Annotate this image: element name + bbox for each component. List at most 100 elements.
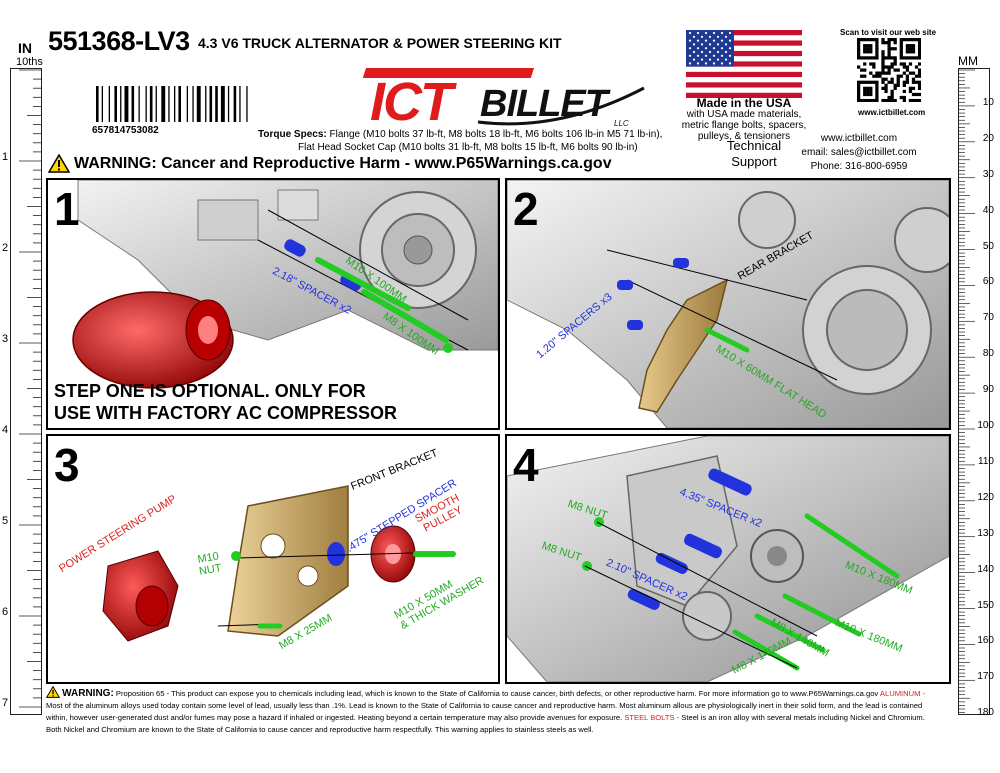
logo-llc: LLC	[614, 119, 629, 128]
qr-module	[887, 50, 891, 54]
qr-module	[884, 56, 888, 60]
spacer-blue	[655, 552, 688, 574]
mm-ruler-label: 140	[977, 563, 994, 575]
qr-module	[893, 98, 897, 103]
qr-module	[917, 44, 922, 48]
footer-steel-label: STEEL BOLTS -	[624, 713, 680, 722]
qr-module	[908, 71, 913, 75]
bolt-green	[315, 257, 411, 311]
qr-module	[860, 68, 864, 72]
flag-star	[696, 62, 700, 65]
ruler-unit-in: IN	[18, 40, 32, 56]
qr-module	[866, 47, 870, 51]
barcode-bar	[161, 86, 166, 122]
qr-module	[860, 56, 864, 60]
qr-module	[857, 86, 861, 91]
qr-module	[866, 80, 870, 84]
flag-star	[696, 39, 700, 42]
flag-star	[700, 43, 704, 46]
spacer-blue	[683, 533, 723, 559]
qr-module	[884, 98, 888, 103]
qr-module	[899, 50, 903, 54]
qr-module	[917, 80, 922, 84]
qr-module	[908, 38, 913, 42]
flag-star	[712, 31, 716, 35]
made-in-line-2: metric flange bolts, spacers,	[681, 120, 807, 131]
mm-ruler-label: 110	[978, 455, 994, 467]
engine-illustration-2	[507, 180, 949, 428]
qr-module	[902, 65, 906, 69]
nut-green	[582, 561, 592, 571]
qr-module	[857, 53, 861, 57]
prop65-footer: WARNING: Proposition 65 - This product c…	[45, 685, 946, 736]
qr-module	[866, 92, 870, 97]
qr-module	[884, 41, 888, 45]
inch-ruler-label: 1	[2, 151, 9, 163]
flag-star	[712, 62, 716, 65]
flag-star	[728, 39, 732, 42]
qr-module	[911, 86, 916, 91]
flag-star	[716, 35, 720, 38]
qr-module	[887, 71, 891, 75]
barcode-bar	[220, 86, 225, 122]
flag-stripe	[686, 40, 802, 46]
logo-ict: ICT	[370, 72, 457, 132]
support-phone[interactable]: Phone: 316-800-6959	[810, 161, 908, 172]
qr-module	[866, 98, 870, 103]
qr-module	[899, 47, 903, 51]
qr-module	[899, 62, 903, 66]
flag-stripe	[686, 30, 802, 36]
qr-module	[860, 38, 864, 42]
barcode-bar	[138, 86, 140, 122]
qr-module	[857, 65, 861, 69]
flag-star	[688, 39, 692, 42]
barcode-bar	[124, 86, 129, 122]
flag-star	[704, 54, 708, 57]
qr-module	[890, 62, 894, 66]
engine-bracket	[626, 455, 738, 607]
footer-line-3b: Steel is an iron alloy with several meta…	[681, 713, 925, 722]
qr-module	[863, 98, 867, 103]
flag-star	[728, 31, 732, 35]
flag-stripe	[686, 87, 802, 94]
qr-url[interactable]: www.ictbillet.com	[858, 108, 926, 117]
support-email[interactable]: email: sales@ictbillet.com	[801, 147, 917, 158]
qr-module	[875, 83, 879, 87]
qr-module	[911, 44, 916, 48]
qr-module	[908, 89, 913, 94]
qr-module	[887, 56, 891, 60]
qr-module	[911, 47, 916, 51]
qr-code[interactable]	[857, 38, 922, 103]
qr-module	[890, 95, 894, 100]
qr-module	[902, 83, 906, 87]
qr-module	[914, 98, 919, 103]
qr-module	[884, 71, 888, 75]
flag-stripe	[686, 82, 802, 88]
qr-module	[881, 62, 885, 66]
qr-module	[875, 92, 879, 97]
qr-module	[911, 98, 916, 103]
qr-module	[872, 62, 876, 66]
flag-stripe	[686, 71, 802, 78]
flag-star	[700, 35, 704, 38]
flag-star	[720, 31, 724, 35]
qr-module	[911, 71, 916, 75]
footer-line-4: Both Nickel and Chromium are known to th…	[46, 725, 594, 734]
bolt-green	[804, 513, 900, 579]
qr-module	[875, 56, 879, 60]
qr-module	[905, 65, 910, 69]
barcode-bar	[178, 86, 181, 122]
qr-module	[869, 44, 873, 48]
barcode-bar	[196, 86, 201, 122]
qr-module	[869, 86, 873, 91]
qr-module	[902, 56, 906, 60]
qr-module	[911, 77, 916, 81]
qr-module	[857, 80, 861, 84]
made-in-title: Made in the USA	[696, 96, 792, 110]
qr-module	[881, 38, 885, 42]
qr-module	[875, 44, 879, 48]
support-website[interactable]: www.ictbillet.com	[820, 133, 898, 144]
mm-ruler-label: 20	[982, 132, 994, 144]
qr-module	[869, 62, 873, 66]
barcode-bar	[227, 86, 230, 122]
